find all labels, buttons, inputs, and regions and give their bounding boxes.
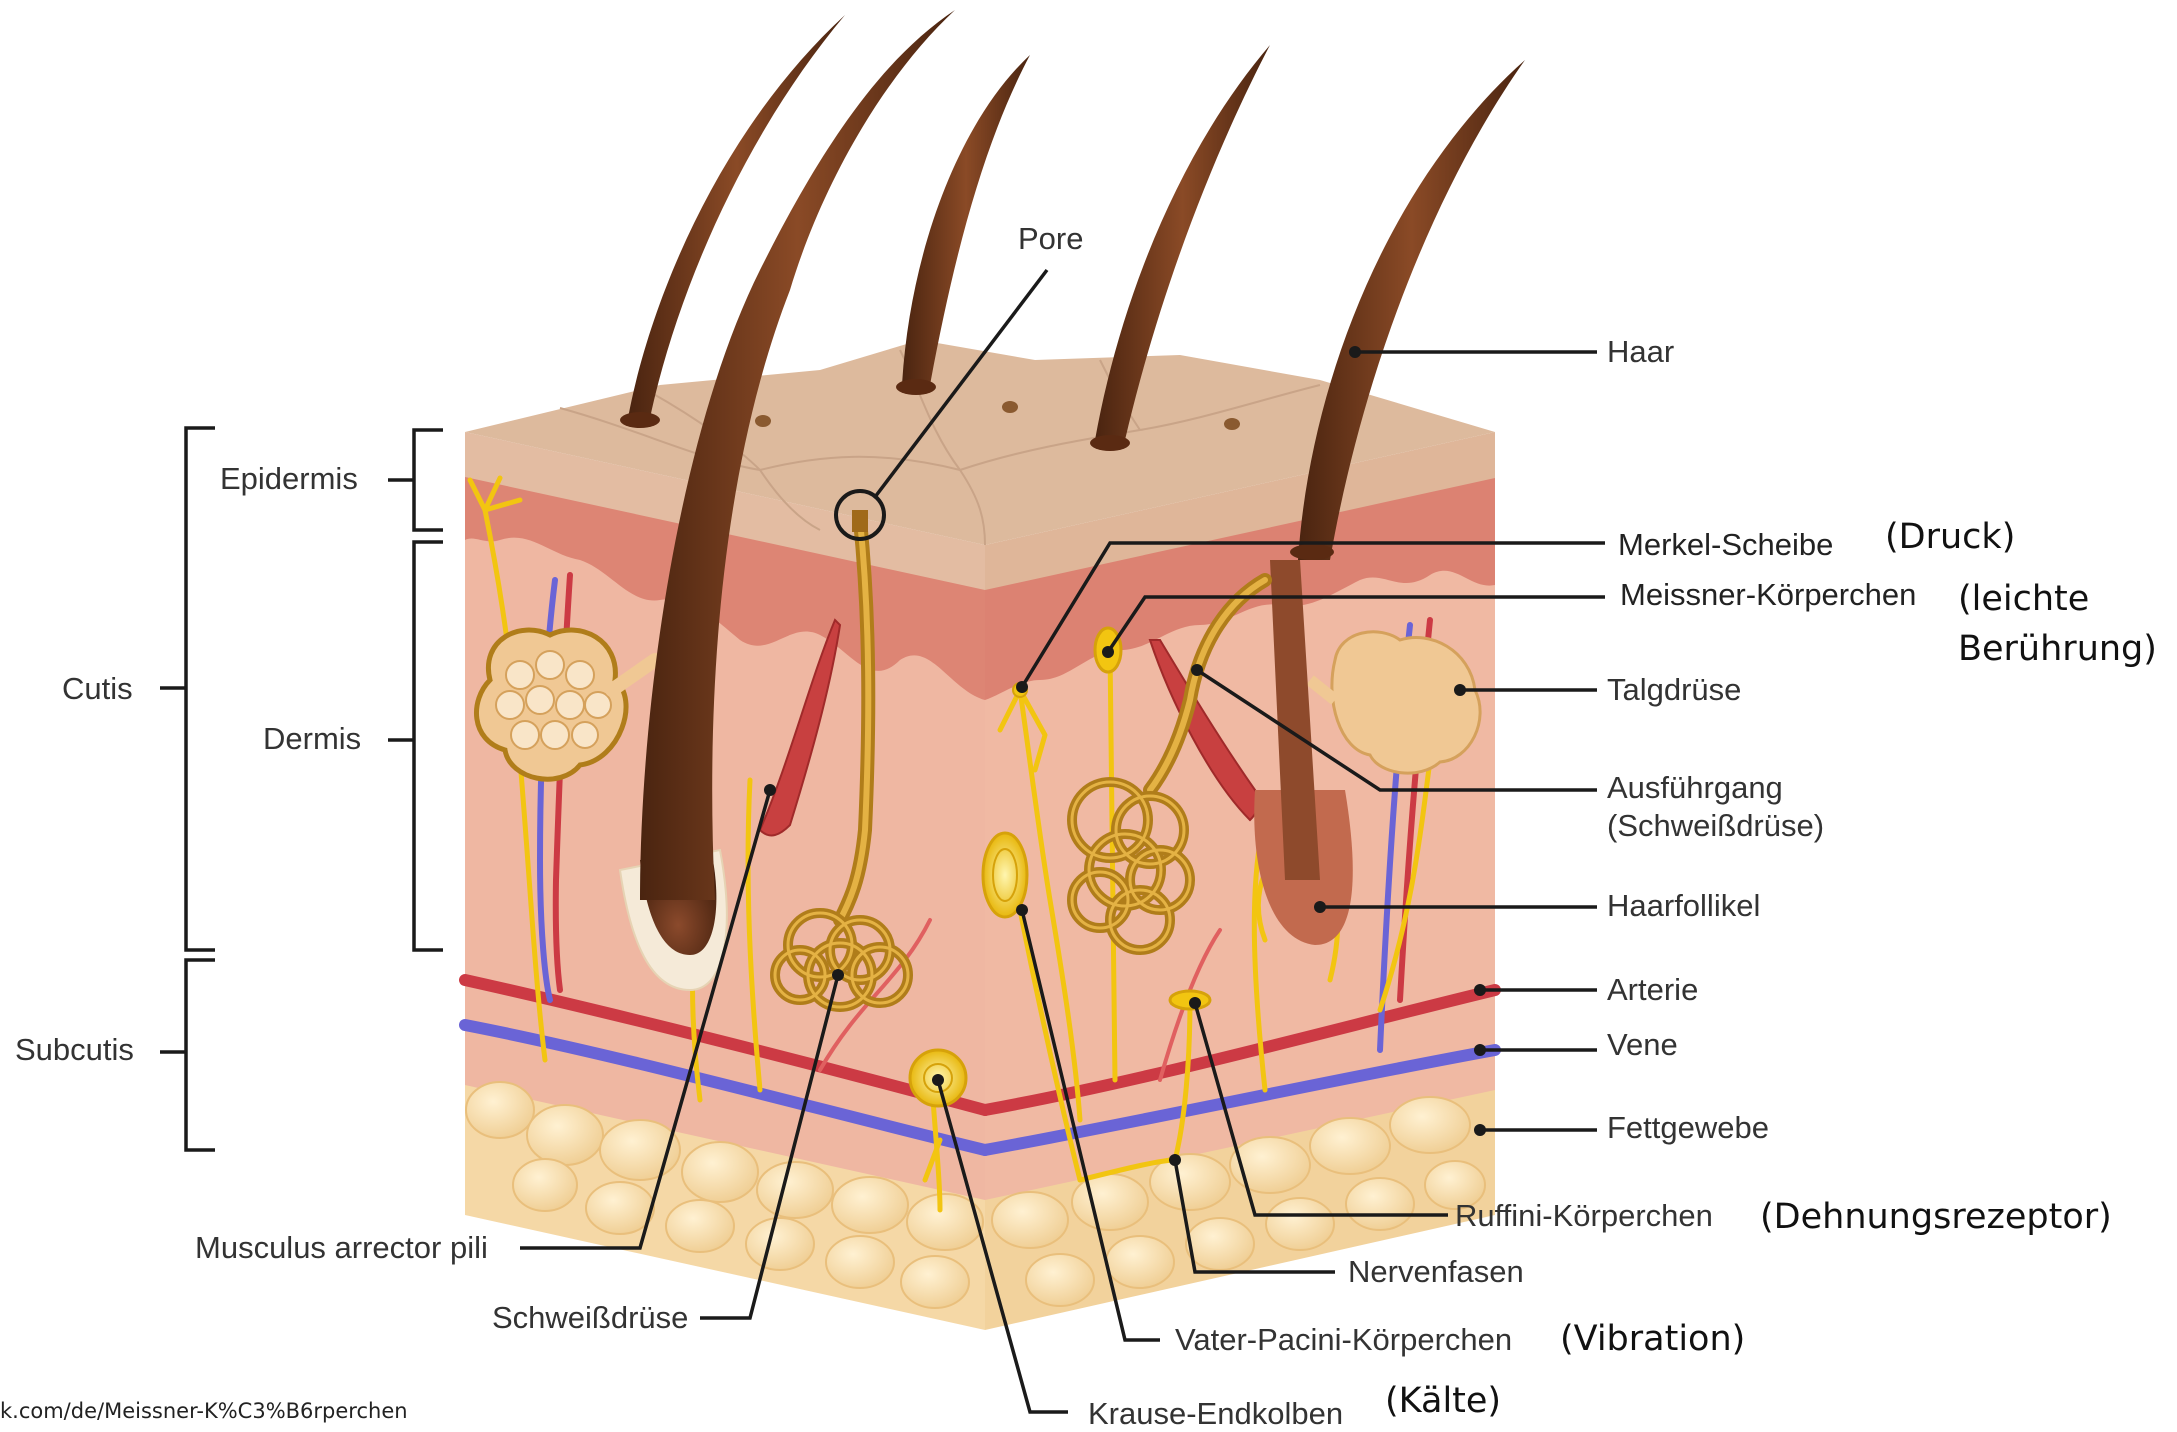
label-talgdruese: Talgdrüse xyxy=(1607,672,1741,707)
surface-pore xyxy=(1224,418,1240,430)
layer-brackets xyxy=(160,428,443,1150)
label-haarfollikel: Haarfollikel xyxy=(1607,888,1760,923)
label-vater-pacini: Vater-Pacini-Körperchen xyxy=(1175,1322,1512,1357)
bracket-subcutis xyxy=(186,960,215,1150)
annotation-dehnung: (Dehnungsrezeptor) xyxy=(1760,1197,2112,1237)
annotation-kaelte: (Kälte) xyxy=(1385,1381,1501,1421)
annotation-druck: (Druck) xyxy=(1885,517,2015,557)
label-subcutis: Subcutis xyxy=(15,1032,134,1067)
bracket-dermis xyxy=(414,542,443,950)
label-fettgewebe: Fettgewebe xyxy=(1607,1110,1769,1145)
surface-pore xyxy=(755,415,771,427)
annotation-beruehrung: Berührung) xyxy=(1958,629,2157,669)
label-arterie: Arterie xyxy=(1607,972,1698,1007)
skin-block xyxy=(465,10,1525,1330)
label-haar: Haar xyxy=(1607,334,1674,369)
bracket-cutis xyxy=(186,428,215,950)
label-merkel: Merkel-Scheibe xyxy=(1618,527,1833,562)
label-cutis: Cutis xyxy=(62,671,133,706)
label-krause: Krause-Endkolben xyxy=(1088,1396,1343,1431)
label-ausfuehrgang: Ausführgang xyxy=(1607,770,1783,805)
hair-3 xyxy=(902,55,1030,385)
annotation-vibration: (Vibration) xyxy=(1560,1319,1745,1359)
label-meissner: Meissner-Körperchen xyxy=(1620,577,1916,612)
annotation-leichte: (leichte xyxy=(1958,579,2089,619)
label-pore: Pore xyxy=(1018,221,1083,256)
source-url: k.com/de/Meissner-K%C3%B6rperchen xyxy=(0,1399,408,1423)
label-schweissdruese: Schweißdrüse xyxy=(492,1300,688,1335)
bracket-epidermis xyxy=(414,430,443,530)
label-vene: Vene xyxy=(1607,1027,1678,1062)
surface-pore xyxy=(1002,401,1018,413)
label-nervenfasen: Nervenfasen xyxy=(1348,1254,1524,1289)
label-epidermis: Epidermis xyxy=(220,461,358,496)
label-dermis: Dermis xyxy=(263,721,361,756)
label-musculus: Musculus arrector pili xyxy=(195,1230,488,1265)
label-ausfuehrgang-sub: (Schweißdrüse) xyxy=(1607,808,1824,843)
label-ruffini: Ruffini-Körperchen xyxy=(1455,1198,1713,1233)
